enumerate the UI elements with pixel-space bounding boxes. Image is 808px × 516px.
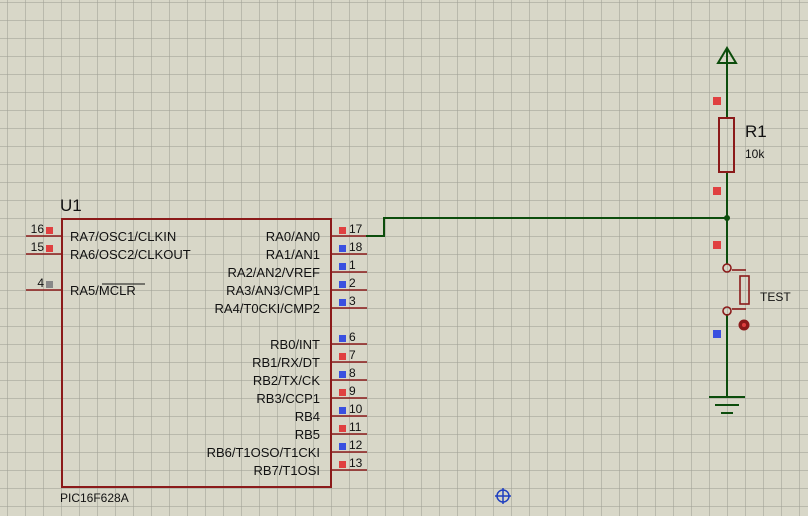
pin-label: RA1/AN1 [266,247,320,262]
junction-dot [724,215,730,221]
pin-state-marker [339,371,346,378]
pin-state-marker [339,425,346,432]
pin-label: RB3/CCP1 [256,391,320,406]
pin-state-marker [46,245,53,252]
pin-number: 3 [349,294,356,308]
u1-ref-label: U1 [60,196,82,215]
pin-number: 7 [349,348,356,362]
pin-number: 11 [349,420,362,434]
pin-number: 4 [37,276,44,290]
r1-pin-bottom-marker [713,187,721,195]
test-button[interactable] [713,241,750,331]
pin-state-marker [339,245,346,252]
pin-label: RA6/OSC2/CLKOUT [70,247,191,262]
pin-number: 9 [349,384,356,398]
button-label: TEST [760,290,791,304]
pin-state-marker [339,263,346,270]
pin-state-marker [339,461,346,468]
pin-number: 12 [349,438,363,452]
pin-label: RA3/AN3/CMP1 [226,283,320,298]
origin-crosshair-icon[interactable] [495,488,511,504]
pin-label: RA7/OSC1/CLKIN [70,229,176,244]
pin-number: 17 [349,222,363,236]
pin-number: 15 [31,240,45,254]
u1-part-label: PIC16F628A [60,491,129,505]
pin-label: RB0/INT [270,337,320,352]
pin-state-marker [339,407,346,414]
pin-label: RB6/T1OSO/T1CKI [207,445,320,460]
r1-pin-top-marker [713,97,721,105]
pin-state-marker [46,227,53,234]
power-arrow-icon[interactable] [716,46,738,64]
pin-state-marker [339,389,346,396]
pin-state-marker [46,281,53,288]
button-pin-bottom-marker [713,330,721,338]
u1-body[interactable] [61,218,332,488]
pin-number: 6 [349,330,356,344]
pin-number: 13 [349,456,363,470]
r1-body[interactable] [718,117,735,173]
pin-label: RA4/T0CKI/CMP2 [215,301,320,316]
pin-label: RB5 [295,427,320,442]
pin-label: RA2/AN2/VREF [228,265,321,280]
pin-state-marker [339,443,346,450]
pin-number: 10 [349,402,363,416]
pin-state-marker [339,281,346,288]
pin-label: RB1/RX/DT [252,355,320,370]
pin-label: RA0/AN0 [266,229,320,244]
r1-value-label: 10k [745,147,765,161]
ground-icon[interactable] [709,396,745,414]
pin-number: 1 [349,258,356,272]
pin-state-marker [339,227,346,234]
button-pin-top-marker [713,241,721,249]
pin-label: RB2/TX/CK [253,373,321,388]
pin-label: RA5/MCLR [70,283,136,298]
pin-state-marker [339,353,346,360]
pin-label: RB4 [295,409,320,424]
wire-ra0-net[interactable] [366,217,727,237]
pin-label: RB7/T1OSI [254,463,320,478]
pin-number: 8 [349,366,356,380]
pin-number: 18 [349,240,363,254]
pin-state-marker [339,299,346,306]
r1-ref-label: R1 [745,122,767,141]
u1-right-pins: 17RA0/AN018RA1/AN11RA2/AN2/VREF2RA3/AN3/… [207,222,367,478]
pin-number: 2 [349,276,356,290]
pin-number: 16 [31,222,45,236]
pin-state-marker [339,335,346,342]
